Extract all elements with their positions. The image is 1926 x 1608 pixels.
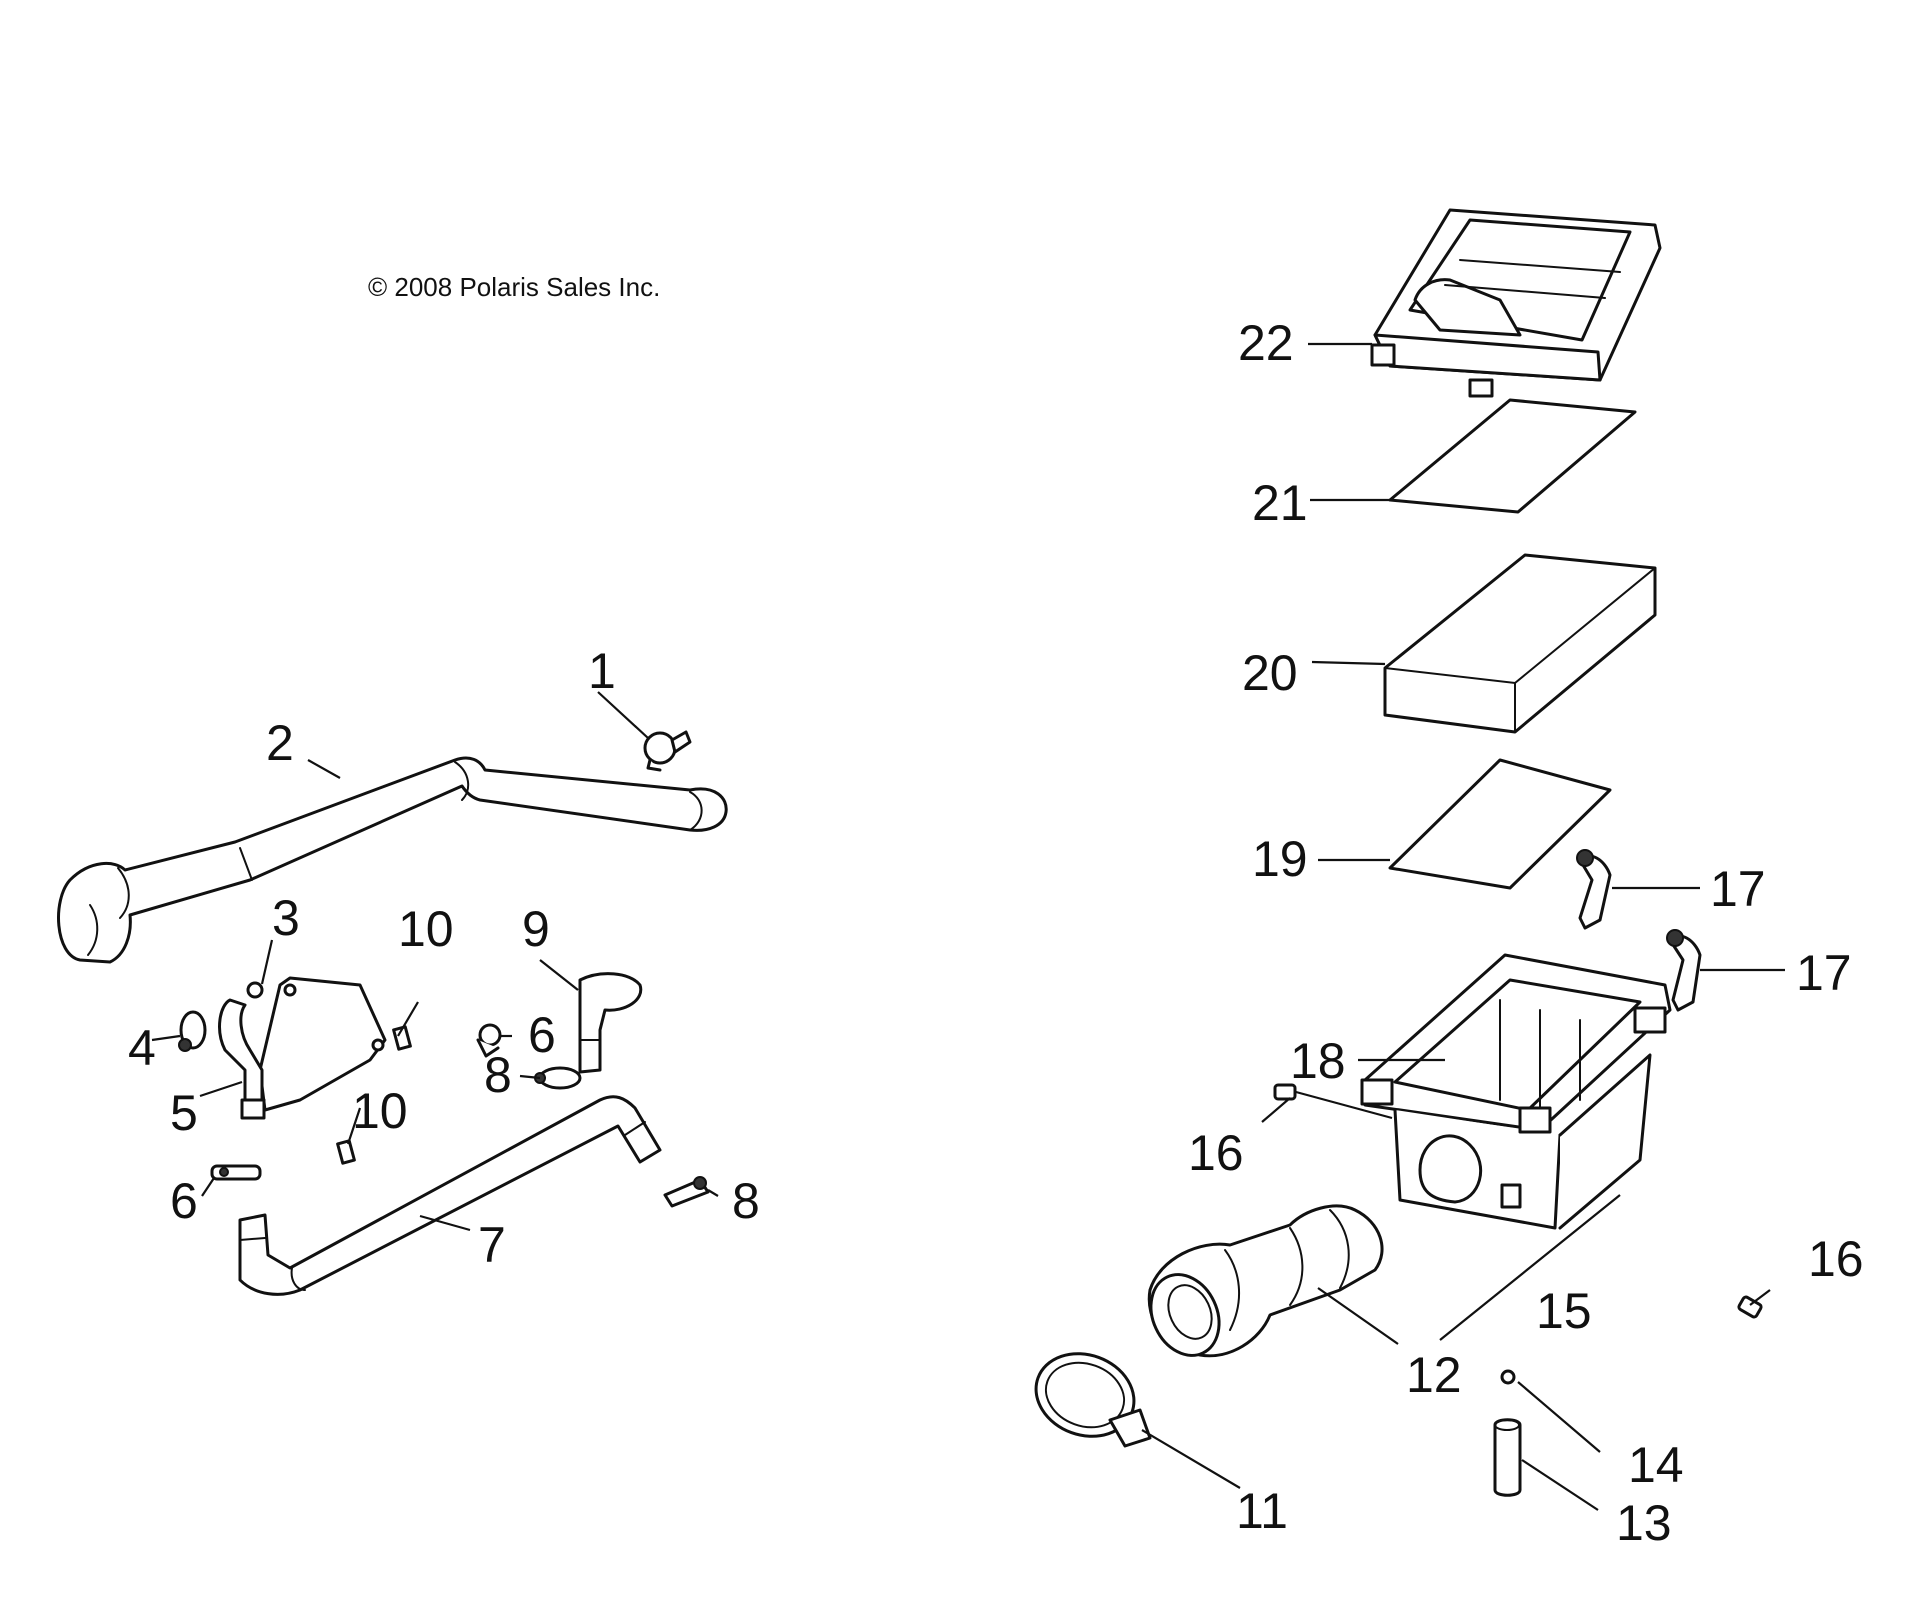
part-8-clamp-lower	[663, 1176, 710, 1208]
callout-8-upper: 8	[484, 1047, 512, 1103]
callout-6-lower: 6	[170, 1173, 198, 1229]
part-12-intake-boot	[1147, 1204, 1384, 1358]
part-22-airbox-lid	[1370, 208, 1662, 398]
part-19-filter-gasket	[1388, 758, 1612, 890]
callout-2: 2	[266, 715, 294, 771]
part-17-clip-upper	[1576, 849, 1612, 930]
callout-16-right: 16	[1808, 1231, 1864, 1287]
part-5-bracket-valve	[218, 976, 387, 1120]
part-21-filter-screen	[1388, 398, 1637, 514]
part-16-screw-left	[1273, 1083, 1297, 1101]
callout-11: 11	[1236, 1483, 1288, 1539]
callout-20: 20	[1242, 645, 1298, 701]
leader-lines	[151, 342, 1785, 1511]
callout-3: 3	[272, 890, 300, 946]
callout-7: 7	[478, 1217, 506, 1273]
callout-14: 14	[1628, 1437, 1684, 1493]
part-14-plug	[1500, 1369, 1516, 1385]
callout-9: 9	[522, 901, 550, 957]
part-8-clamp-upper	[534, 1066, 582, 1090]
part-17-clip-lower	[1666, 929, 1702, 1012]
callout-5: 5	[170, 1085, 198, 1141]
part-6-clamp-lower	[210, 1164, 262, 1181]
part-1-hose-clamp	[643, 730, 692, 772]
callout-numbers: 1 2 3 4 5 6 6 7 8 8 9 10 10 11 12 13 14 …	[128, 315, 1864, 1551]
callout-17-lower: 17	[1796, 945, 1852, 1001]
part-4-clamp	[178, 1010, 207, 1052]
callout-15: 15	[1536, 1283, 1592, 1339]
callout-18: 18	[1290, 1033, 1346, 1089]
part-11-hose-clamp	[1034, 1352, 1152, 1448]
callout-10-upper: 10	[398, 901, 454, 957]
part-16-screw-right	[1737, 1295, 1763, 1319]
part-9-elbow-hose	[578, 972, 643, 1074]
callout-12: 12	[1406, 1347, 1462, 1403]
part-7-lower-hose	[238, 1095, 662, 1296]
callout-13: 13	[1616, 1495, 1672, 1551]
part-10-screw-lower	[336, 1139, 356, 1165]
callout-22: 22	[1238, 315, 1294, 371]
callout-1: 1	[588, 643, 616, 699]
callout-19: 19	[1252, 831, 1308, 887]
callout-21: 21	[1252, 475, 1308, 531]
callout-17-upper: 17	[1710, 861, 1766, 917]
part-20-air-filter	[1383, 553, 1657, 734]
part-18-airbox-base	[1360, 953, 1672, 1230]
callout-8-lower: 8	[732, 1173, 760, 1229]
part-3-nut	[246, 981, 264, 999]
callout-16-left: 16	[1188, 1125, 1244, 1181]
part-10-screw-upper	[392, 1025, 412, 1051]
callout-10-lower: 10	[352, 1083, 408, 1139]
part-2-breather-hose	[57, 756, 728, 964]
callout-6-upper: 6	[528, 1007, 556, 1063]
copyright-notice: © 2008 Polaris Sales Inc.	[368, 272, 661, 302]
callout-4: 4	[128, 1020, 156, 1076]
part-13-drain-tube	[1493, 1418, 1522, 1497]
